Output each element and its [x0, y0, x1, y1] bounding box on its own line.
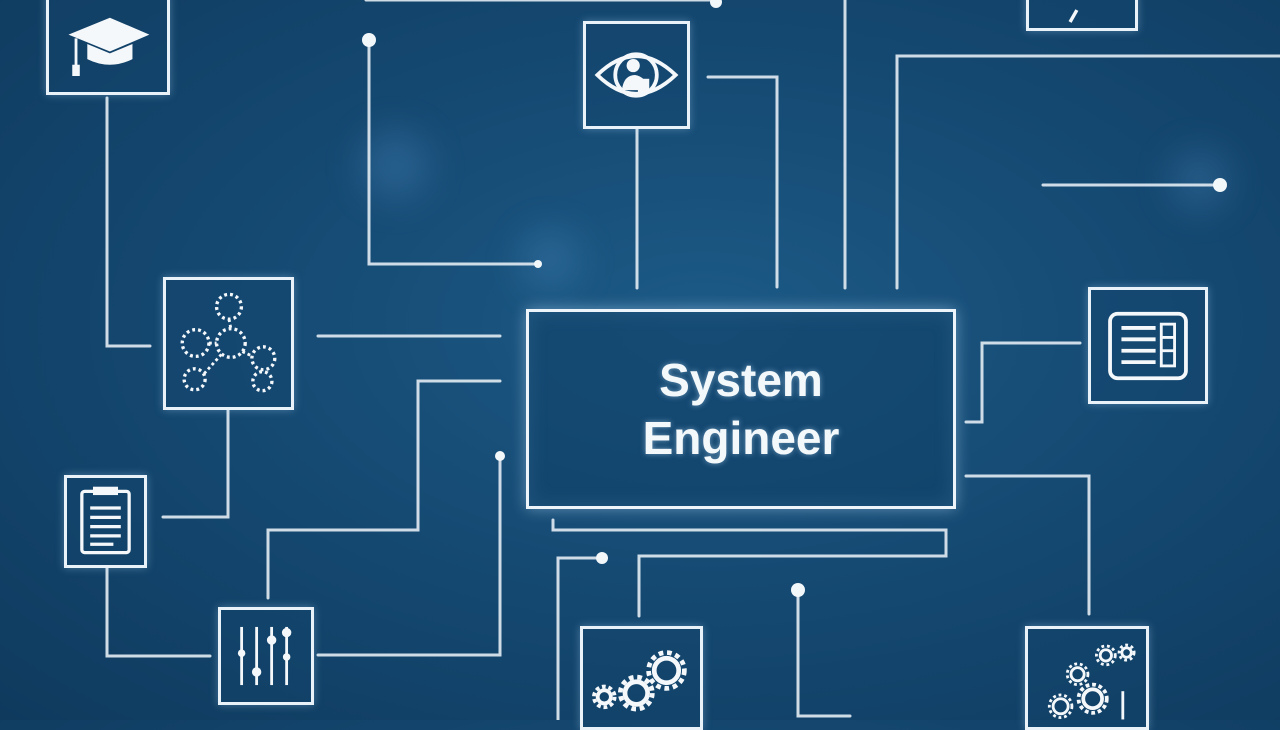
system-engineer-box: System Engineer: [526, 309, 956, 509]
connector-line: [367, 38, 540, 266]
connector-dot: [1213, 178, 1227, 192]
connector-dot: [495, 451, 505, 461]
connector-line: [105, 566, 212, 658]
connector-line: [161, 408, 230, 519]
connector-line: [316, 454, 502, 657]
connector-dot: [596, 552, 608, 564]
connector-line: [266, 379, 502, 600]
connector-line: [964, 474, 1091, 616]
document-list-node: [64, 475, 147, 568]
sliders-icon: [237, 626, 292, 686]
eye-analysis-node: [583, 21, 690, 129]
connector-line: [964, 341, 1082, 424]
graduation-cap-icon: [68, 17, 150, 77]
connector-line: [551, 518, 948, 618]
center-title-line2: Engineer: [642, 412, 840, 464]
specification-sheet-icon: [1108, 311, 1188, 381]
gears-icon: [592, 650, 687, 712]
background-glow: [360, 130, 430, 200]
connector-line: [706, 75, 779, 289]
center-title-line1: System: [659, 354, 823, 406]
connector-dot: [710, 0, 722, 8]
connector-dot: [791, 583, 805, 597]
partial-pen-icon: [1068, 9, 1079, 23]
specification-sheet-node: [1088, 287, 1208, 404]
gears-node: [580, 626, 703, 730]
gears-cluster-node: [1025, 626, 1149, 730]
graduation-cap-node: [46, 0, 170, 95]
eye-analysis-icon: [594, 52, 679, 98]
background-glow: [520, 230, 580, 290]
connector-line: [796, 588, 852, 718]
network-nodes-icon: [180, 292, 277, 393]
connector-line: [895, 54, 1280, 290]
connector-dot: [362, 33, 376, 47]
connector-line: [105, 96, 152, 348]
partial-pen-node: [1026, 0, 1138, 31]
connector-line: [556, 556, 604, 720]
sliders-node: [218, 607, 314, 705]
gears-cluster-icon: [1047, 643, 1136, 720]
document-list-icon: [80, 486, 131, 555]
connector-dot: [534, 260, 542, 268]
network-nodes-node: [163, 277, 294, 410]
